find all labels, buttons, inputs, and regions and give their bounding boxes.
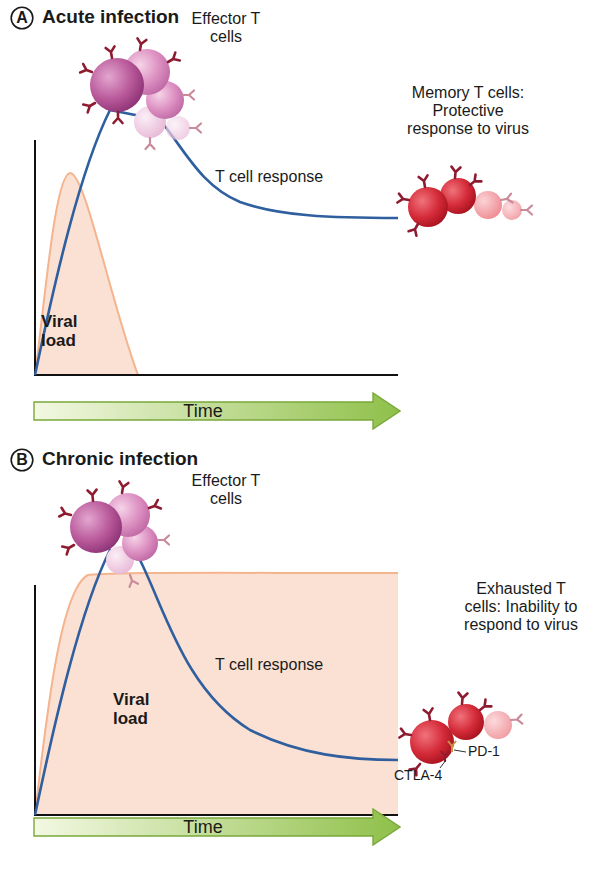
time-arrow: Time (33, 808, 401, 846)
circle-outline (11, 7, 33, 29)
text-label: Chronic infection (42, 448, 302, 469)
leader-line (440, 760, 446, 768)
axis-label: Time (183, 817, 222, 838)
text-label: Effector T cells (186, 472, 266, 508)
text-label: Viral load (113, 690, 171, 728)
time-arrow: Time (33, 392, 401, 430)
node-text-box: Time (33, 392, 373, 430)
text-label: Acute infection (42, 6, 302, 27)
text-label: CTLA-4 (394, 768, 464, 784)
circle-outline (11, 449, 33, 471)
text-label: Memory T cells: Protective response to v… (404, 84, 532, 138)
node-text-box: Time (33, 808, 373, 846)
text-label: Viral load (41, 312, 99, 350)
leader-line (454, 750, 466, 752)
panel-letter: A (16, 9, 28, 27)
panel-letter: B (16, 451, 28, 469)
panel-letter: A (10, 6, 34, 30)
text-label: T cell response (215, 168, 355, 186)
acute-graph (34, 110, 398, 376)
effector-cell-cluster (59, 481, 169, 586)
axis-label: Time (183, 401, 222, 422)
node-text-box: A (10, 6, 34, 30)
text-label: T cell response (215, 656, 355, 674)
arrow-shape (34, 393, 400, 429)
node-text-box: B (10, 448, 34, 472)
arrow-shape (34, 809, 400, 845)
panel-letter: B (10, 448, 34, 472)
effector-cell-cluster (80, 38, 201, 149)
exhausted-cell-cluster (399, 693, 522, 776)
memory-cell-cluster (397, 167, 532, 236)
text-label: Exhausted T cells: Inability to respond … (456, 580, 586, 634)
text-label: Effector T cells (186, 10, 266, 46)
chronic-graph (34, 550, 398, 816)
text-label: PD-1 (468, 744, 528, 760)
